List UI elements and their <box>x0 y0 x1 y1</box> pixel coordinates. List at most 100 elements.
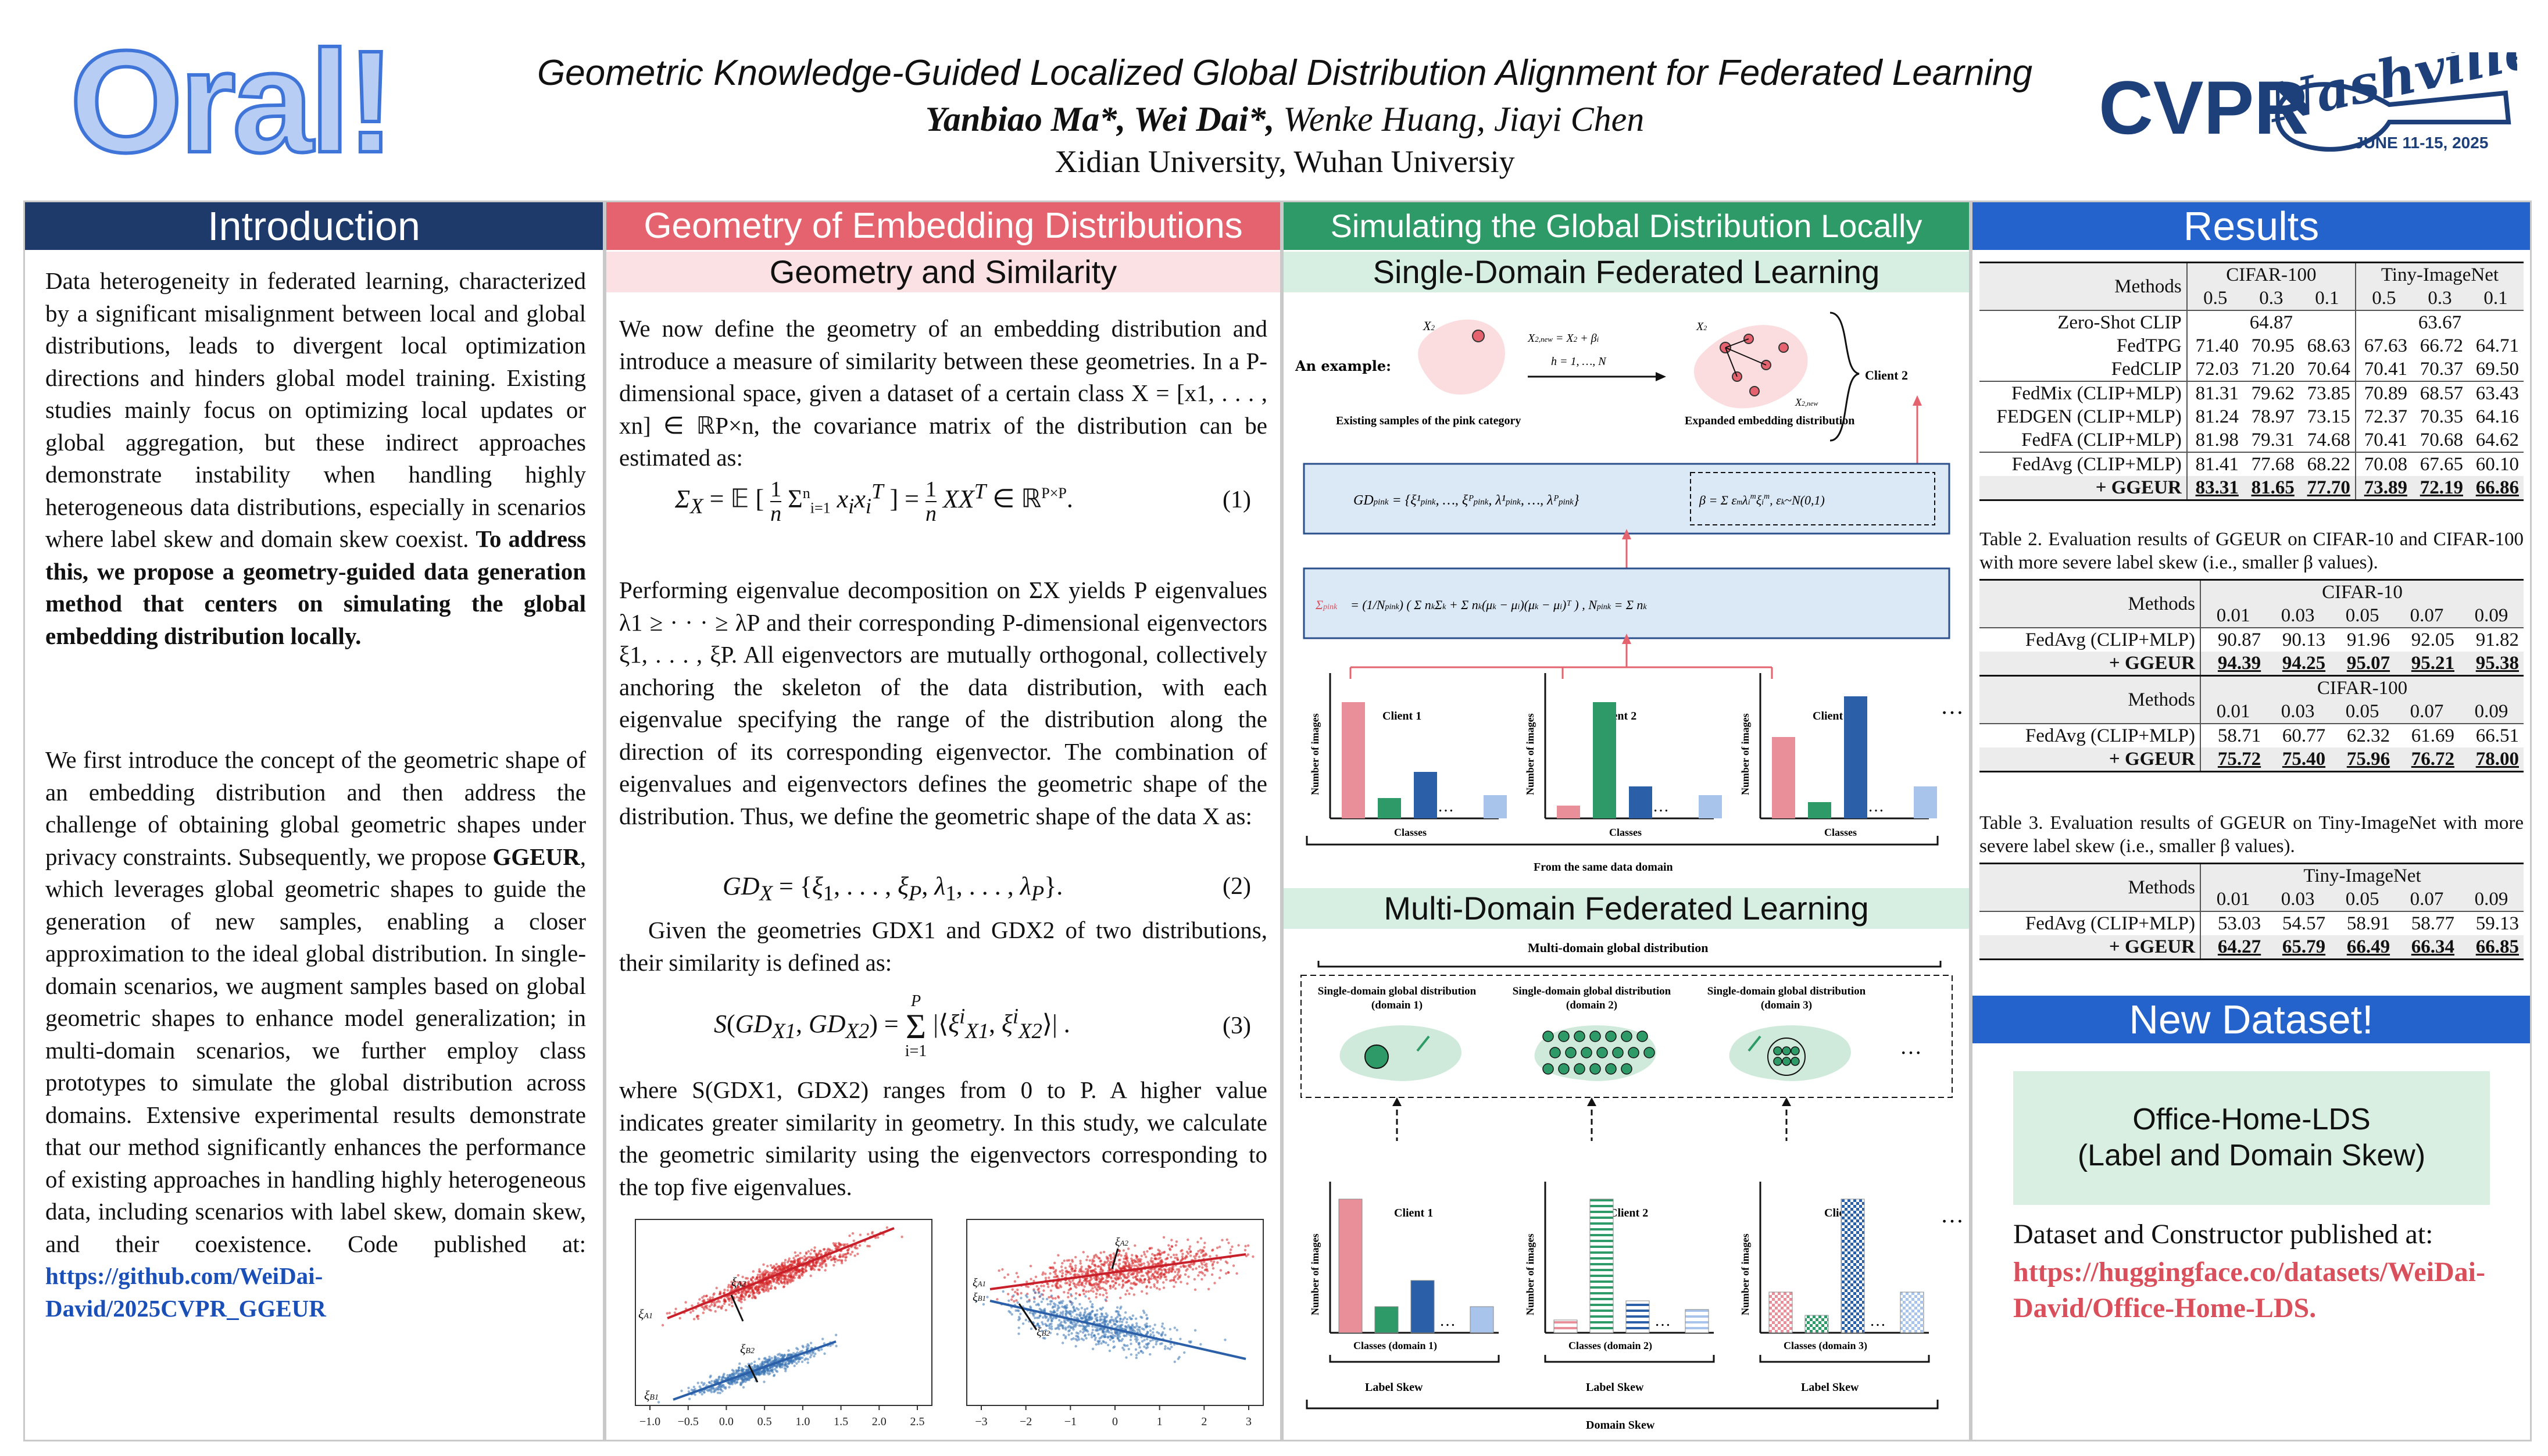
histogram-bar <box>1374 1306 1399 1333</box>
t2-row-name: + GGEUR <box>1979 652 2200 677</box>
t1-row-name: FedCLIP <box>2111 359 2182 380</box>
x-tick-label: 2.0 <box>872 1415 887 1428</box>
histogram-bar <box>1629 786 1652 818</box>
t2-methods-header: Methods <box>1979 579 2200 628</box>
t1-ds1-header: CIFAR-100 <box>2186 262 2356 287</box>
an-example-label: An example: <box>1295 357 1391 374</box>
t1-row-name: FEDGEN (CLIP+MLP) <box>1996 406 2182 427</box>
domain-distributions: Single-domain global distribution(domain… <box>1318 985 1922 1141</box>
new-dataset-heading: New Dataset! <box>1972 996 2530 1043</box>
t2-cell-best: 94.25 <box>2265 652 2331 677</box>
histogram-bar <box>1470 1306 1494 1333</box>
t1-cell-best: 66.86 <box>2467 476 2524 501</box>
svg-text:X2,new = X2 + βi: X2,new = X2 + βi <box>1527 332 1599 345</box>
t1-cell: 81.98 <box>2186 428 2243 452</box>
t2-beta: 0.03 <box>2281 701 2315 722</box>
num-images-axis-label: Number of images <box>1309 713 1321 795</box>
sdg-label: Single-domain global distribution(domain… <box>1513 985 1671 1011</box>
h-range: h = 1, …, N <box>1551 355 1607 368</box>
t1-cell-best: 77.70 <box>2299 476 2356 501</box>
t1-cell: 70.41 <box>2354 428 2412 452</box>
t1-row-name: Zero-Shot CLIP <box>1979 310 2187 334</box>
equation-1-number: (1) <box>1223 486 1251 513</box>
histogram-bar <box>1338 1199 1363 1333</box>
mdg-title: Multi-domain global distribution <box>1528 940 1709 955</box>
t1-cell: 64.62 <box>2475 430 2519 450</box>
histogram-bar <box>1410 1280 1435 1333</box>
xi-b1-label-2: ξB1 <box>973 1291 986 1304</box>
t1-cell: 72.03 <box>2186 357 2243 381</box>
t1-cell-best: 83.31 <box>2186 476 2243 501</box>
xi-b2-label-2: ξB2 <box>1037 1326 1050 1339</box>
geometry-subheading: Geometry and Similarity <box>606 252 1280 292</box>
histogram-bar <box>1593 702 1616 818</box>
t1-cell: 70.41 <box>2354 357 2412 381</box>
t3-ds-header: Tiny-ImageNet <box>2200 863 2524 888</box>
client-label: Client 3 <box>1813 710 1852 722</box>
domain-blob <box>1339 1025 1461 1081</box>
intro-p1-text: Data heterogeneity in federated learning… <box>45 267 586 552</box>
x-tick-label: −1.0 <box>639 1415 660 1428</box>
equation-2-number: (2) <box>1223 873 1251 900</box>
histogram-bar <box>1589 1199 1614 1333</box>
t3-cell-best: 65.79 <box>2265 935 2331 960</box>
t1-beta: 0.5 <box>2354 287 2412 310</box>
histogram-bar <box>1808 802 1831 818</box>
t1-cell: 69.50 <box>2475 359 2519 380</box>
equation-3-number: (3) <box>1223 1013 1251 1039</box>
code-link[interactable]: https://github.com/WeiDai-David/2025CVPR… <box>45 1262 326 1322</box>
ellipsis: … <box>1653 797 1669 815</box>
t1-beta: 0.5 <box>2186 287 2243 310</box>
dataset-published: Dataset and Constructor published at: <box>2013 1219 2433 1250</box>
affiliation: Xidian University, Wuhan Universiy <box>1055 144 1515 179</box>
histogram-bar <box>1841 1199 1865 1333</box>
t2-cell-best: 76.72 <box>2395 747 2460 772</box>
x-tick-label: 3 <box>1246 1415 1252 1428</box>
authors: Yanbiao Ma*, Wei Dai*, Wenke Huang, Jiay… <box>483 98 2087 141</box>
t2-cell-best: 94.39 <box>2199 652 2266 677</box>
t2-cell-best: 95.07 <box>2330 652 2395 677</box>
t1-cell: 78.97 <box>2251 406 2295 427</box>
sigma-pink-box <box>1303 567 1950 639</box>
introduction-heading: Introduction <box>25 202 603 250</box>
intro-p1-bold: To address this, we propose a geometry-g… <box>45 525 586 649</box>
t2-ds-header: CIFAR-100 <box>2200 675 2524 700</box>
dataset-box: Office-Home-LDS (Label and Domain Skew) <box>2013 1071 2490 1205</box>
x-tick-label: 1 <box>1157 1415 1163 1428</box>
t3-beta: 0.07 <box>2410 889 2444 910</box>
t2-cell-best: 95.38 <box>2459 652 2524 677</box>
histogram-bar <box>1772 737 1795 818</box>
intro-p2-text-a: We first introduce the concept of the ge… <box>45 746 586 870</box>
t1-cell: 66.72 <box>2420 335 2463 356</box>
t1-cell: 71.40 <box>2186 334 2243 357</box>
label-skew-3: Label Skew <box>1801 1381 1859 1394</box>
x-tick-label: −3 <box>975 1415 987 1428</box>
t2-cell: 90.87 <box>2199 627 2266 652</box>
equation-2: GDX = {ξ1, . . . , ξP, λ1, . . . , λP}. <box>723 872 1063 905</box>
t1-beta: 0.1 <box>2483 288 2508 309</box>
t3-beta: 0.09 <box>2474 889 2508 910</box>
table-3-caption: Table 3. Evaluation results of GGEUR on … <box>1979 813 2524 857</box>
classes-axis-label: Classes <box>1824 827 1857 838</box>
t1-cell: 77.68 <box>2243 452 2299 476</box>
gd-pink-box <box>1303 463 1950 535</box>
x-tick-label: 1.5 <box>834 1415 848 1428</box>
dataset-link[interactable]: https://huggingface.co/datasets/WeiDai-D… <box>2013 1257 2485 1323</box>
label-skew-2: Label Skew <box>1586 1381 1644 1394</box>
t2-row-name: + GGEUR <box>1979 747 2200 772</box>
t1-beta: 0.3 <box>2259 288 2283 309</box>
t3-cell: 58.77 <box>2395 911 2460 935</box>
x-tick-label: −2 <box>1020 1415 1032 1428</box>
t1-row-name: FedAvg (CLIP+MLP) <box>1979 452 2187 476</box>
t2-cell-best: 75.96 <box>2330 747 2395 772</box>
num-images-axis-label: Number of images <box>1524 1233 1536 1315</box>
t1-cell: 81.41 <box>2186 452 2243 476</box>
x-tick-label: 0.5 <box>757 1415 772 1428</box>
t1-cell: 63.67 <box>2354 310 2524 334</box>
geometry-paragraph-2: Performing eigenvalue decomposition on Σ… <box>619 577 1267 829</box>
t1-row-name: FedFA (CLIP+MLP) <box>2021 430 2182 450</box>
t1-row-name: FedTPG <box>2116 335 2182 356</box>
